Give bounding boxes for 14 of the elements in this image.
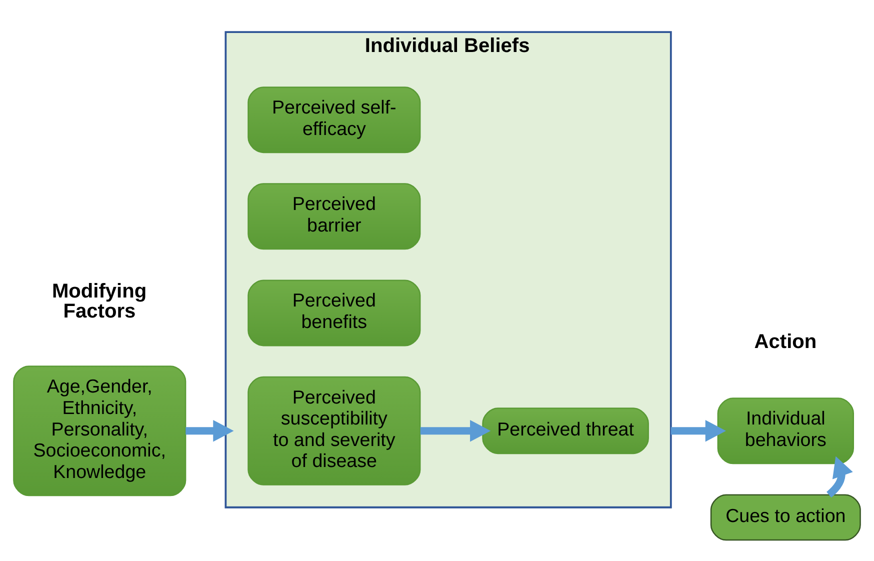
node-box: Cues to action [710,494,861,540]
arrow [826,456,853,498]
node-box: Individual behaviors [717,397,854,464]
node-box: Age,Gender, Ethnicity, Personality, Socioeconomic, Knowledge [13,365,186,496]
arrow [186,420,234,442]
node-box: Perceived self-efficacy [248,86,421,153]
arrow [670,420,726,442]
label: Action [754,330,817,352]
node-box: Perceived benefits [248,279,421,346]
label: Modifying Factors [52,280,147,322]
node-box: Perceived threat [482,407,649,454]
arrow [420,420,491,442]
node-box: Perceived barrier [248,182,421,250]
node-box: Perceived susceptibility to and severity of disease [248,376,421,485]
